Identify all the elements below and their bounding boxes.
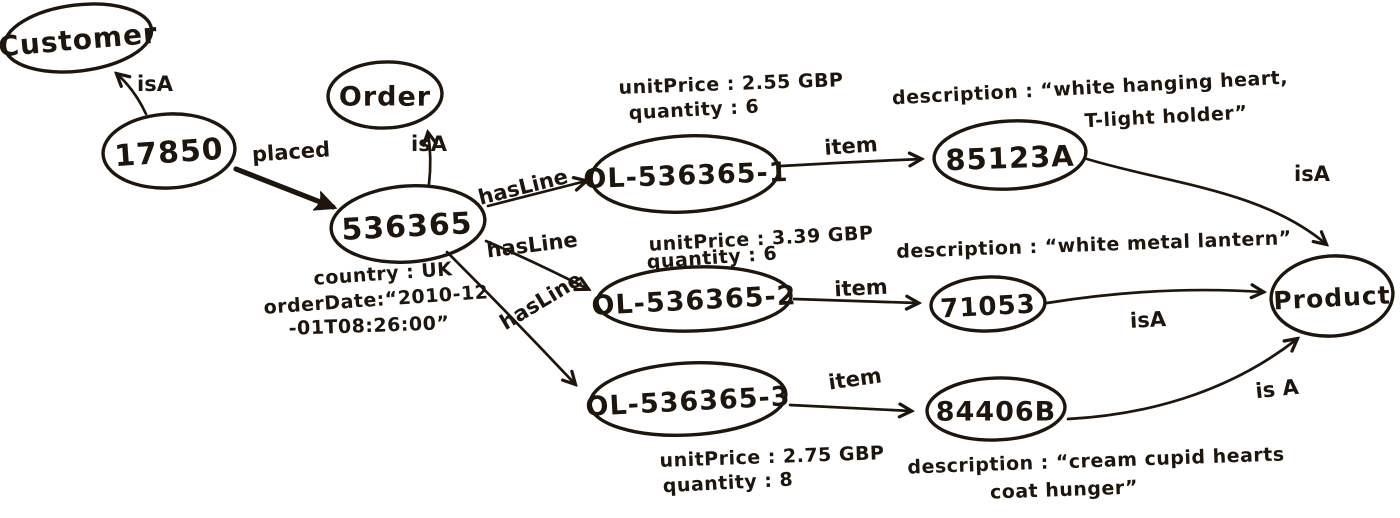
node-label: 84406B <box>936 397 1057 428</box>
edge-label-hasline: hasLine <box>476 164 570 209</box>
annotation-84406b-description-line1: description : “cream cupid hearts <box>907 443 1285 478</box>
node-label: OL-536365-1 <box>583 157 789 195</box>
nodes-layer: Customer 17850 Order 536365 OL-536365-1 … <box>0 2 1395 442</box>
annotation-ol3-quantity: quantity : 8 <box>662 469 794 498</box>
node-label: 71053 <box>940 290 1037 325</box>
edge-isa-17850-to-customer: isA <box>117 72 174 116</box>
node-product-71053: 71053 <box>929 275 1047 333</box>
edge-label-isa: isA <box>137 72 174 96</box>
edge-label-item: item <box>834 275 889 302</box>
node-instance-17850: 17850 <box>101 112 237 190</box>
node-label: OL-536365-3 <box>585 381 791 423</box>
edge-label-isa: isA <box>1129 307 1167 333</box>
node-class-product: Product <box>1269 254 1395 338</box>
annotation-order-date-line1: orderDate:“2010-12 <box>263 281 489 319</box>
edge-label-isa: isA <box>1294 162 1331 186</box>
node-instance-536365: 536365 <box>329 184 487 264</box>
edge-label-isa: is A <box>1254 375 1300 403</box>
edge-label-hasline: hasLine <box>485 228 579 263</box>
edge-isa-71053-to-product: isA <box>1045 290 1263 333</box>
edge-label-item: item <box>824 132 879 160</box>
node-label: Order <box>339 82 431 113</box>
annotation-84406b-description-line2: coat hunger” <box>990 476 1139 503</box>
annotation-ol1-quantity: quantity : 6 <box>628 96 760 125</box>
edge-label-hasline: hasLine <box>496 267 587 335</box>
edge-placed-17850-to-536365: placed <box>233 137 333 207</box>
edge-hasline-536365-to-ol3: hasLine <box>445 250 587 384</box>
edge-hasline-536365-to-ol1: hasLine <box>476 164 586 210</box>
annotation-71053-description: description : “white metal lantern” <box>896 227 1292 263</box>
node-product-85123a: 85123A <box>932 119 1088 191</box>
node-product-84406b: 84406B <box>925 376 1067 442</box>
node-label: OL-536365-2 <box>591 280 797 322</box>
node-orderline-ol-536365-2: OL-536365-2 <box>591 265 797 333</box>
edge-item-ol1-to-85123a: item <box>779 132 921 166</box>
node-label: Customer <box>0 17 159 64</box>
edge-label-isa: isA <box>411 132 448 156</box>
node-class-order: Order <box>326 60 444 130</box>
edge-isa-85123a-to-product: isA <box>1085 157 1331 244</box>
annotation-order-date-line2: -01T08:26:00” <box>288 312 449 340</box>
node-orderline-ol-536365-1: OL-536365-1 <box>583 134 789 214</box>
edge-isa-536365-to-order: isA <box>411 132 448 186</box>
node-orderline-ol-536365-3: OL-536365-3 <box>585 360 791 438</box>
node-class-customer: Customer <box>0 2 159 74</box>
node-label: 85123A <box>945 139 1075 177</box>
edge-item-ol3-to-84406b: item <box>788 363 911 411</box>
node-label: Product <box>1273 280 1392 315</box>
edge-item-ol2-to-71053: item <box>792 275 918 303</box>
edge-label-item: item <box>827 363 883 394</box>
annotation-ol1-unitprice: unitPrice : 2.55 GBP <box>618 69 844 99</box>
annotation-ol3-unitprice: unitPrice : 2.75 GBP <box>659 442 885 472</box>
annotation-85123a-description-line2: T-light holder” <box>1084 102 1248 133</box>
edge-isa-84406b-to-product: is A <box>1066 339 1301 421</box>
node-label: 17850 <box>113 132 225 175</box>
edge-label-placed: placed <box>251 137 331 166</box>
node-label: 536365 <box>341 206 474 248</box>
